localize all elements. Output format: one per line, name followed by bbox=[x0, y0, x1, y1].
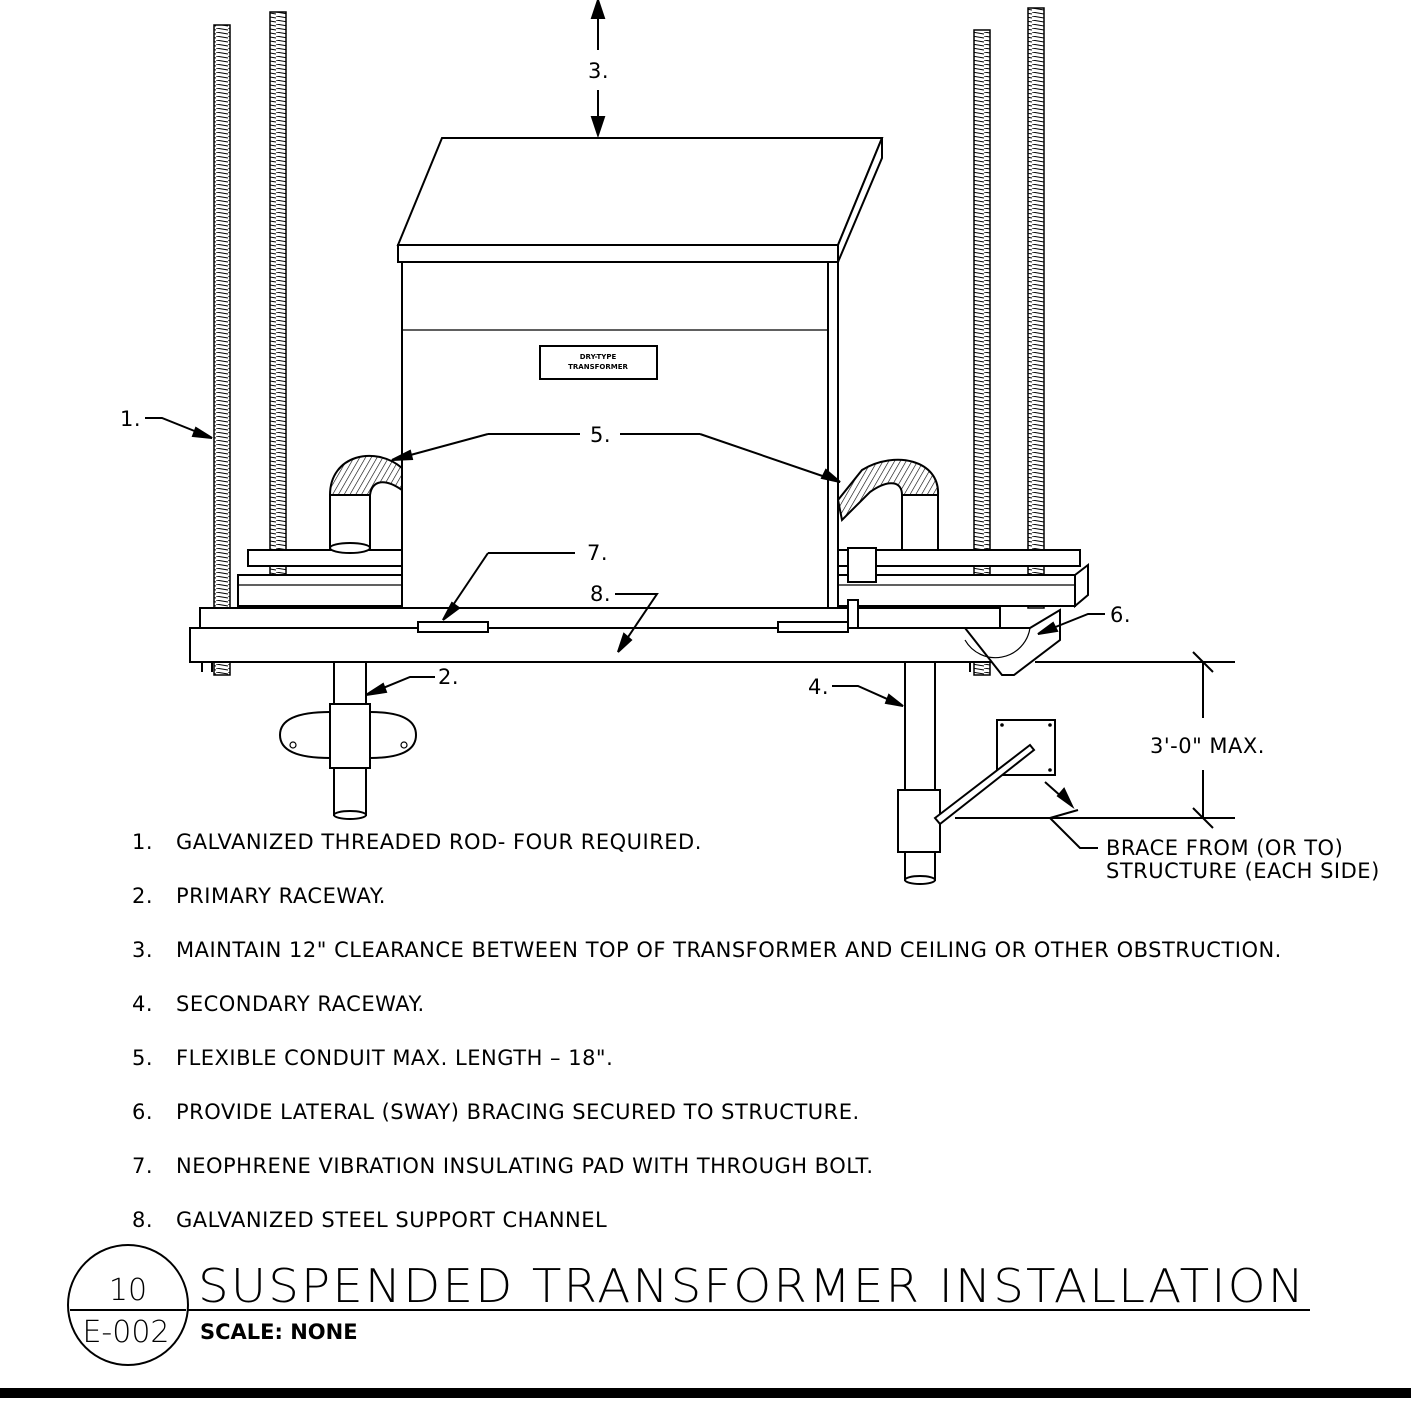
note-item: 4. SECONDARY RACEWAY. bbox=[132, 992, 425, 1016]
svg-text:3.: 3. bbox=[132, 938, 153, 962]
primary-raceway bbox=[278, 661, 418, 820]
lateral-brace bbox=[933, 719, 1056, 826]
detail-number: 10 bbox=[109, 1273, 147, 1308]
svg-text:1.: 1. bbox=[132, 830, 153, 854]
vibration-pad-left bbox=[417, 621, 489, 633]
notes-list: 1. GALVANIZED THREADED ROD- FOUR REQUIRE… bbox=[132, 830, 1282, 1232]
svg-text:GALVANIZED THREADED ROD- FOUR: GALVANIZED THREADED ROD- FOUR REQUIRED. bbox=[176, 830, 702, 854]
callout-6: 6. bbox=[1110, 603, 1131, 627]
note-item: 3. MAINTAIN 12" CLEARANCE BETWEEN TOP OF… bbox=[132, 938, 1282, 962]
callout-7: 7. bbox=[587, 541, 608, 565]
threaded-rod-left-front bbox=[213, 24, 231, 676]
svg-text:2.: 2. bbox=[132, 884, 153, 908]
note-item: 6. PROVIDE LATERAL (SWAY) BRACING SECURE… bbox=[132, 1100, 860, 1124]
callout-5: 5. bbox=[590, 423, 611, 447]
dimension-label: 3'-0" MAX. bbox=[1150, 734, 1265, 758]
callout-8: 8. bbox=[590, 582, 611, 606]
callout-3: 3. bbox=[588, 59, 609, 83]
flexible-conduit-right bbox=[836, 458, 940, 551]
nameplate-line2: TRANSFORMER bbox=[568, 363, 628, 371]
transformer-lid bbox=[396, 137, 884, 246]
vibration-pad-right bbox=[777, 621, 849, 633]
svg-text:FLEXIBLE CONDUIT MAX. LENGTH –: FLEXIBLE CONDUIT MAX. LENGTH – 18". bbox=[176, 1046, 613, 1070]
secondary-raceway bbox=[897, 661, 941, 885]
callout-4: 4. bbox=[808, 675, 829, 699]
drawing-title: SUSPENDED TRANSFORMER INSTALLATION bbox=[198, 1259, 1306, 1313]
nameplate-line1: DRY-TYPE bbox=[580, 353, 617, 361]
callout-labels: 3. 1. 5. 7. 8. 6. 2. 4. 3'-0" MAX. BRACE… bbox=[120, 59, 1380, 883]
svg-text:MAINTAIN 12" CLEARANCE BETWEEN: MAINTAIN 12" CLEARANCE BETWEEN TOP OF TR… bbox=[176, 938, 1282, 962]
svg-text:PRIMARY RACEWAY.: PRIMARY RACEWAY. bbox=[176, 884, 386, 908]
title-block: 10 E-002 SUSPENDED TRANSFORMER INSTALLAT… bbox=[0, 1244, 1411, 1398]
border-line bbox=[0, 1388, 1411, 1398]
callout-2: 2. bbox=[438, 665, 459, 689]
svg-text:PROVIDE LATERAL (SWAY) BRACING: PROVIDE LATERAL (SWAY) BRACING SECURED T… bbox=[176, 1100, 860, 1124]
brace-note-line2: STRUCTURE (EACH SIDE) bbox=[1106, 859, 1380, 883]
svg-text:GALVANIZED STEEL SUPPORT CHANN: GALVANIZED STEEL SUPPORT CHANNEL bbox=[176, 1208, 607, 1232]
flexible-conduit-left bbox=[328, 454, 403, 554]
note-item: 2. PRIMARY RACEWAY. bbox=[132, 884, 386, 908]
callout-1: 1. bbox=[120, 407, 141, 431]
note-item: 8. GALVANIZED STEEL SUPPORT CHANNEL bbox=[132, 1208, 607, 1232]
svg-text:7.: 7. bbox=[132, 1154, 153, 1178]
threaded-rod-right-rear bbox=[1027, 7, 1045, 609]
leader-lines bbox=[145, 0, 1235, 849]
svg-text:8.: 8. bbox=[132, 1208, 153, 1232]
threaded-rod-right-front bbox=[973, 29, 991, 676]
brace-note-line1: BRACE FROM (OR TO) bbox=[1106, 836, 1343, 860]
sway-brace-bracket bbox=[962, 608, 1061, 676]
sheet-number: E-002 bbox=[82, 1315, 169, 1350]
detail-bubble bbox=[67, 1244, 189, 1366]
note-item: 5. FLEXIBLE CONDUIT MAX. LENGTH – 18". bbox=[132, 1046, 613, 1070]
dry-type-transformer: DRY-TYPE TRANSFORMER bbox=[396, 137, 884, 623]
threaded-rod-left-rear bbox=[269, 11, 287, 613]
svg-text:5.: 5. bbox=[132, 1046, 153, 1070]
threaded-rod-group bbox=[213, 7, 1045, 676]
svg-text:6.: 6. bbox=[132, 1100, 153, 1124]
scale-label: SCALE: NONE bbox=[200, 1320, 358, 1344]
svg-text:4.: 4. bbox=[132, 992, 153, 1016]
svg-text:SECONDARY RACEWAY.: SECONDARY RACEWAY. bbox=[176, 992, 425, 1016]
nameplate bbox=[539, 345, 658, 380]
note-item: 7. NEOPHRENE VIBRATION INSULATING PAD WI… bbox=[132, 1154, 874, 1178]
note-item: 1. GALVANIZED THREADED ROD- FOUR REQUIRE… bbox=[132, 830, 702, 854]
svg-text:NEOPHRENE VIBRATION INSULATING: NEOPHRENE VIBRATION INSULATING PAD WITH … bbox=[176, 1154, 874, 1178]
